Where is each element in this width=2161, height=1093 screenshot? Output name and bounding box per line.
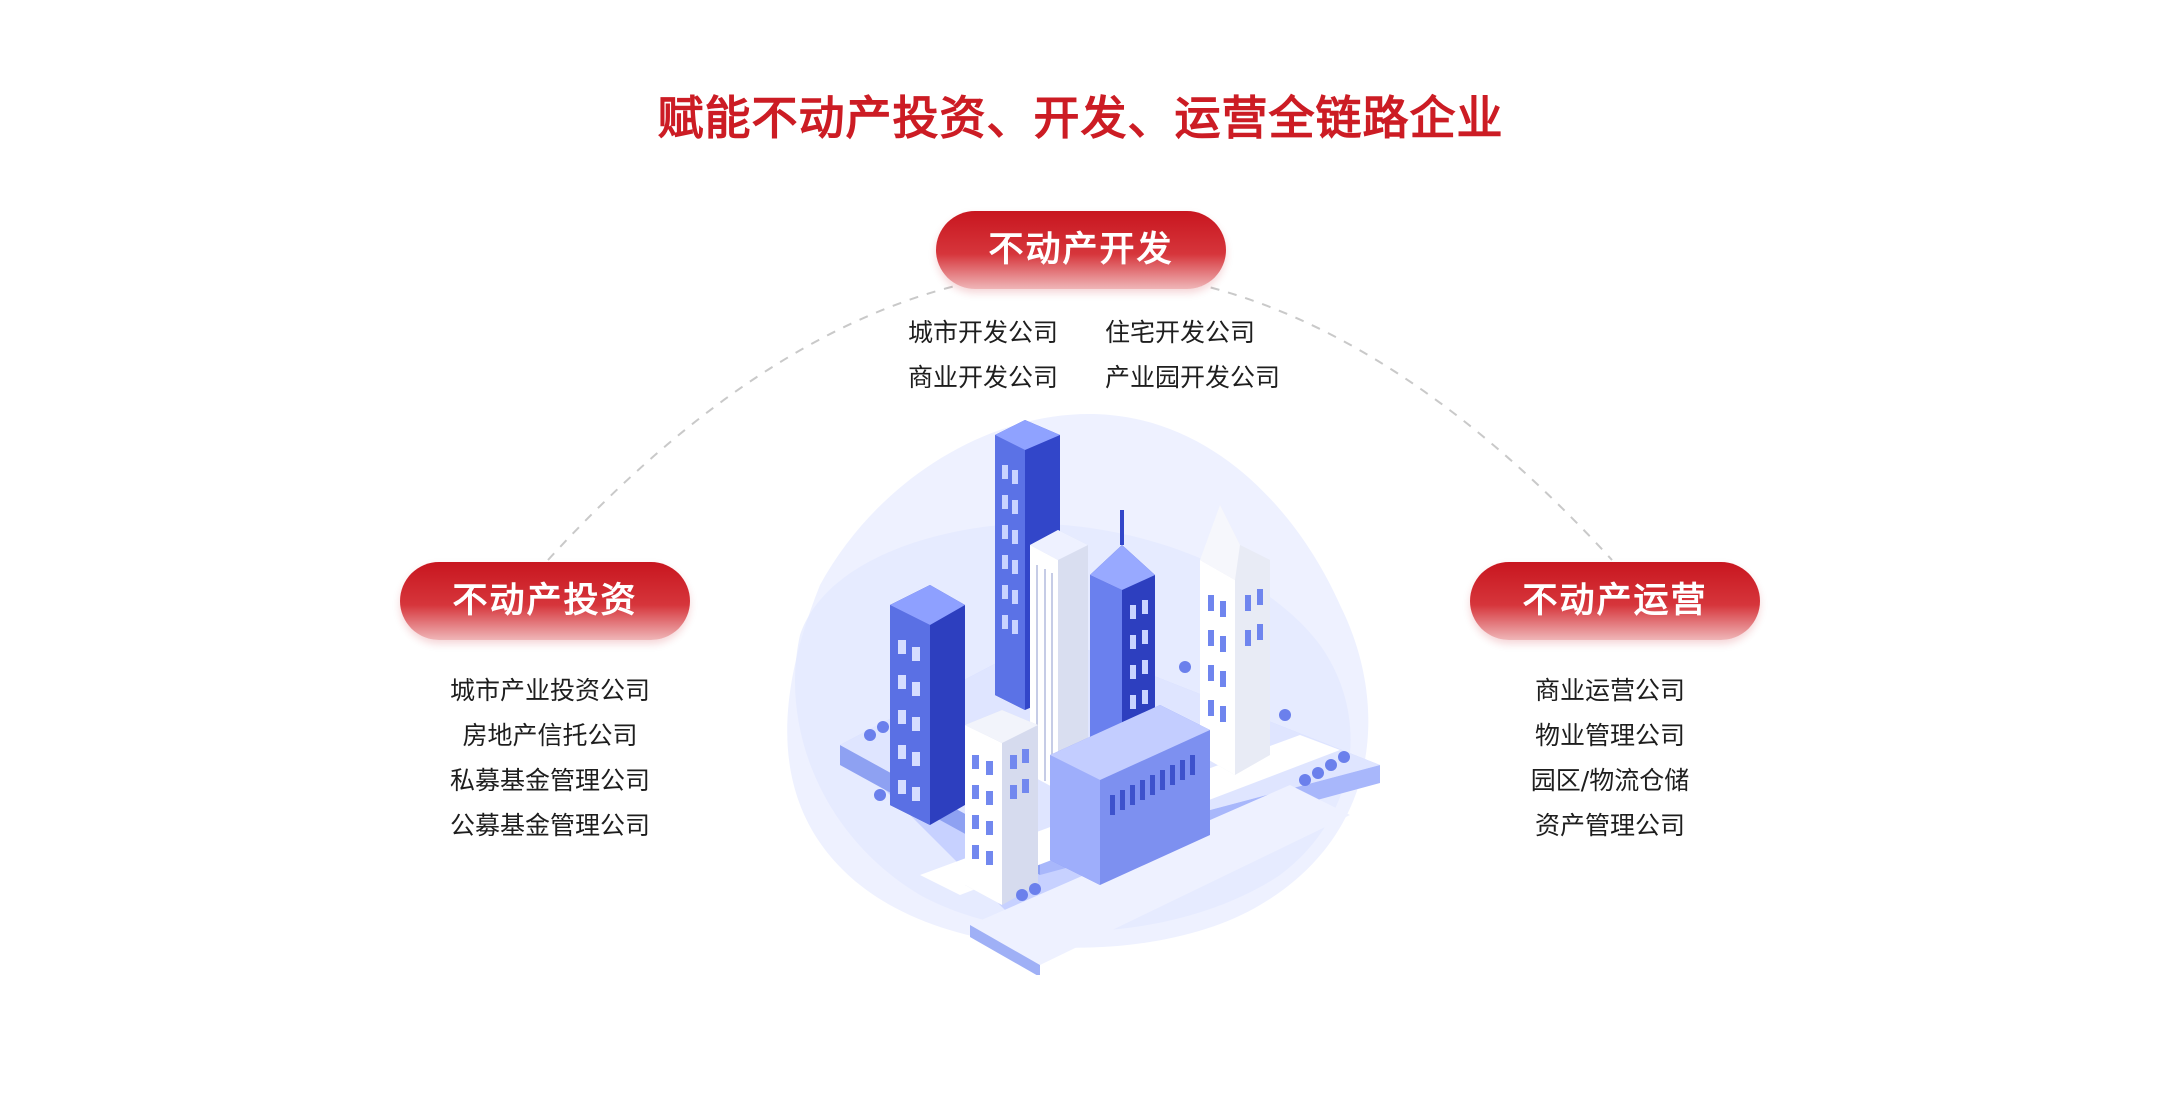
investment-list: 城市产业投资公司 房地产信托公司 私募基金管理公司 公募基金管理公司 [380, 668, 720, 848]
investment-item-2: 房地产信托公司 [462, 721, 638, 750]
operation-item-3: 园区/物流仓储 [1530, 766, 1690, 795]
category-pill-operation: 不动产运营 [1470, 562, 1760, 640]
operation-item-2: 物业管理公司 [1534, 721, 1685, 750]
category-pill-development: 不动产开发 [936, 211, 1226, 289]
investment-item-3: 私募基金管理公司 [449, 766, 650, 795]
development-item-3: 商业开发公司 [908, 363, 1059, 392]
city-buildings-illustration [787, 414, 1380, 975]
operation-item-1: 商业运营公司 [1534, 676, 1685, 705]
development-item-1: 城市开发公司 [908, 318, 1059, 347]
development-item-2: 住宅开发公司 [1105, 318, 1256, 347]
operation-item-4: 资产管理公司 [1534, 811, 1685, 840]
development-item-4: 产业园开发公司 [1105, 363, 1281, 392]
investment-item-4: 公募基金管理公司 [449, 811, 650, 840]
page-title: 赋能不动产投资、开发、运营全链路企业 [657, 91, 1504, 145]
investment-item-1: 城市产业投资公司 [449, 676, 650, 705]
category-pill-investment: 不动产投资 [400, 562, 690, 640]
operation-list: 商业运营公司 物业管理公司 园区/物流仓储 资产管理公司 [1440, 668, 1780, 848]
